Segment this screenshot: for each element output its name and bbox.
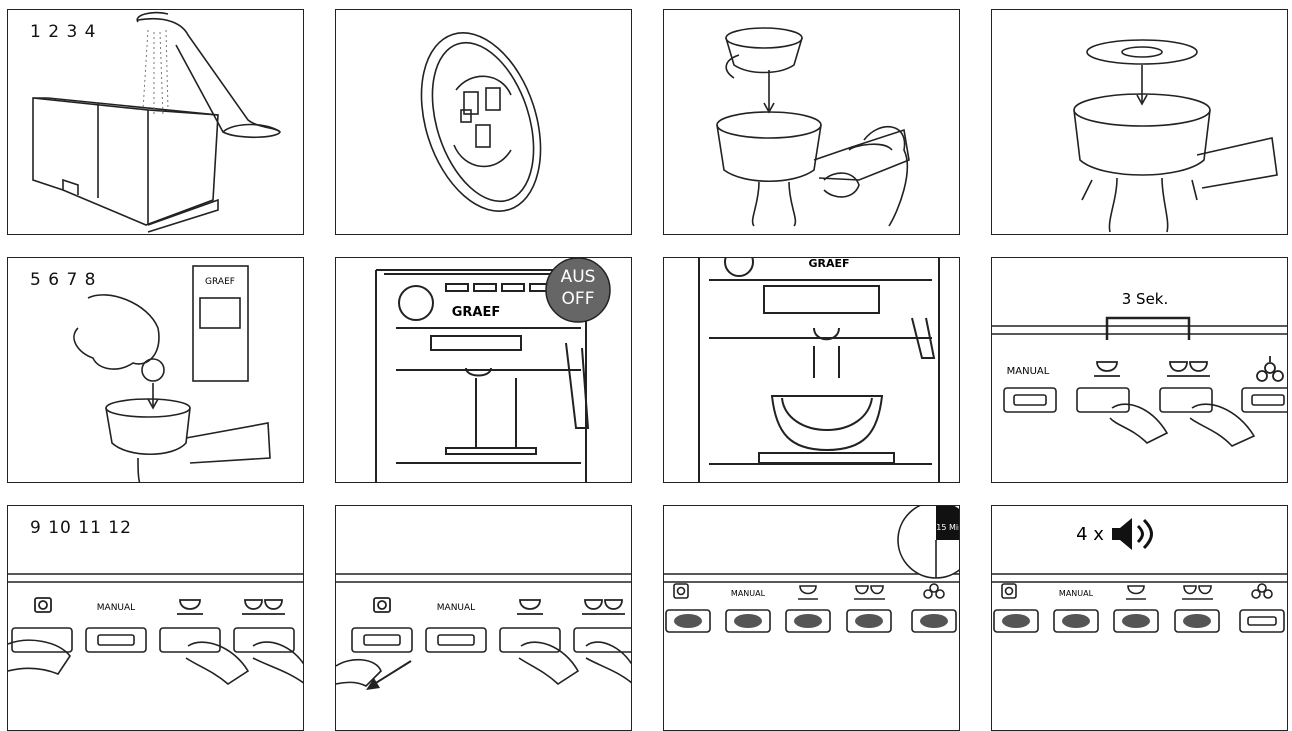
- brand-label: GRAEF: [452, 305, 501, 320]
- manual-label: MANUAL: [1059, 589, 1094, 598]
- panel-step-8: 3 Sek. MANUAL: [991, 257, 1288, 483]
- cup-icon: [1126, 586, 1146, 599]
- panel-step-10: MANUAL: [335, 505, 632, 731]
- steam-icon: [924, 584, 944, 598]
- control-panel-illustration: MANUAL: [8, 506, 304, 731]
- speaker-icon: [1112, 518, 1152, 550]
- brew-group-seal-icon: [336, 10, 632, 235]
- cup-icon: [517, 600, 543, 614]
- double-cup-icon: [1167, 362, 1210, 376]
- panel-step-5: 5 6 7 8 GRAEF: [7, 257, 304, 483]
- panel-step-12: MANUAL 4 x: [991, 505, 1288, 731]
- cleaning-tablet-icon: GRAEF: [8, 258, 304, 483]
- clock-icon: 15 Min.: [898, 506, 960, 578]
- power-icon: [1002, 584, 1016, 598]
- power-icon: [374, 598, 390, 612]
- manual-label: MANUAL: [731, 589, 766, 598]
- control-panel-illustration: MANUAL 4 x: [992, 506, 1288, 731]
- timer-label: 15 Min.: [936, 523, 960, 532]
- power-icon: [674, 584, 688, 598]
- machine-icon: GRAEF: [664, 258, 960, 483]
- lit-buttons: [674, 614, 948, 628]
- manual-label: MANUAL: [437, 603, 475, 613]
- steam-icon: [1252, 584, 1272, 598]
- cup-icon: [177, 600, 203, 614]
- panel-step-1: 1 2 3 4: [7, 9, 304, 235]
- panel-step-6: GRAEF AUS OFF: [335, 257, 632, 483]
- control-panel-illustration: 3 Sek. MANUAL: [992, 258, 1288, 483]
- panel-step-2: [335, 9, 632, 235]
- double-cup-icon: [242, 600, 285, 614]
- badge-line-2: OFF: [562, 289, 595, 309]
- panel-step-4: [991, 9, 1288, 235]
- double-cup-icon: [582, 600, 625, 614]
- cup-icon: [798, 586, 818, 599]
- power-icon: [35, 598, 51, 612]
- double-cup-icon: [854, 586, 885, 599]
- brand-label: GRAEF: [808, 258, 849, 270]
- double-cup-icon: [1182, 586, 1213, 599]
- control-panel-illustration: MANUAL: [336, 506, 632, 731]
- manual-label: MANUAL: [1007, 366, 1050, 377]
- panel-step-9: 9 10 11 12 MANUAL: [7, 505, 304, 731]
- portafilter-icon: [992, 10, 1288, 235]
- machine-icon: GRAEF AUS OFF: [336, 258, 632, 483]
- panel-step-3: [663, 9, 960, 235]
- water-tank-icon: [8, 10, 304, 235]
- lit-buttons: [1002, 614, 1211, 628]
- cup-icon: [1094, 362, 1120, 376]
- manual-label: MANUAL: [97, 603, 135, 613]
- badge-line-1: AUS: [561, 267, 596, 287]
- control-panel-illustration: MANUAL 15 Min.: [664, 506, 960, 731]
- panel-step-7: GRAEF: [663, 257, 960, 483]
- filter-insert-icon: [664, 10, 960, 235]
- panel-step-11: MANUAL 15 Min.: [663, 505, 960, 731]
- beep-label: 4 x: [1076, 524, 1104, 545]
- steam-icon: [1257, 356, 1283, 381]
- brand-label: GRAEF: [205, 277, 235, 287]
- timer-label: 3 Sek.: [1122, 290, 1169, 308]
